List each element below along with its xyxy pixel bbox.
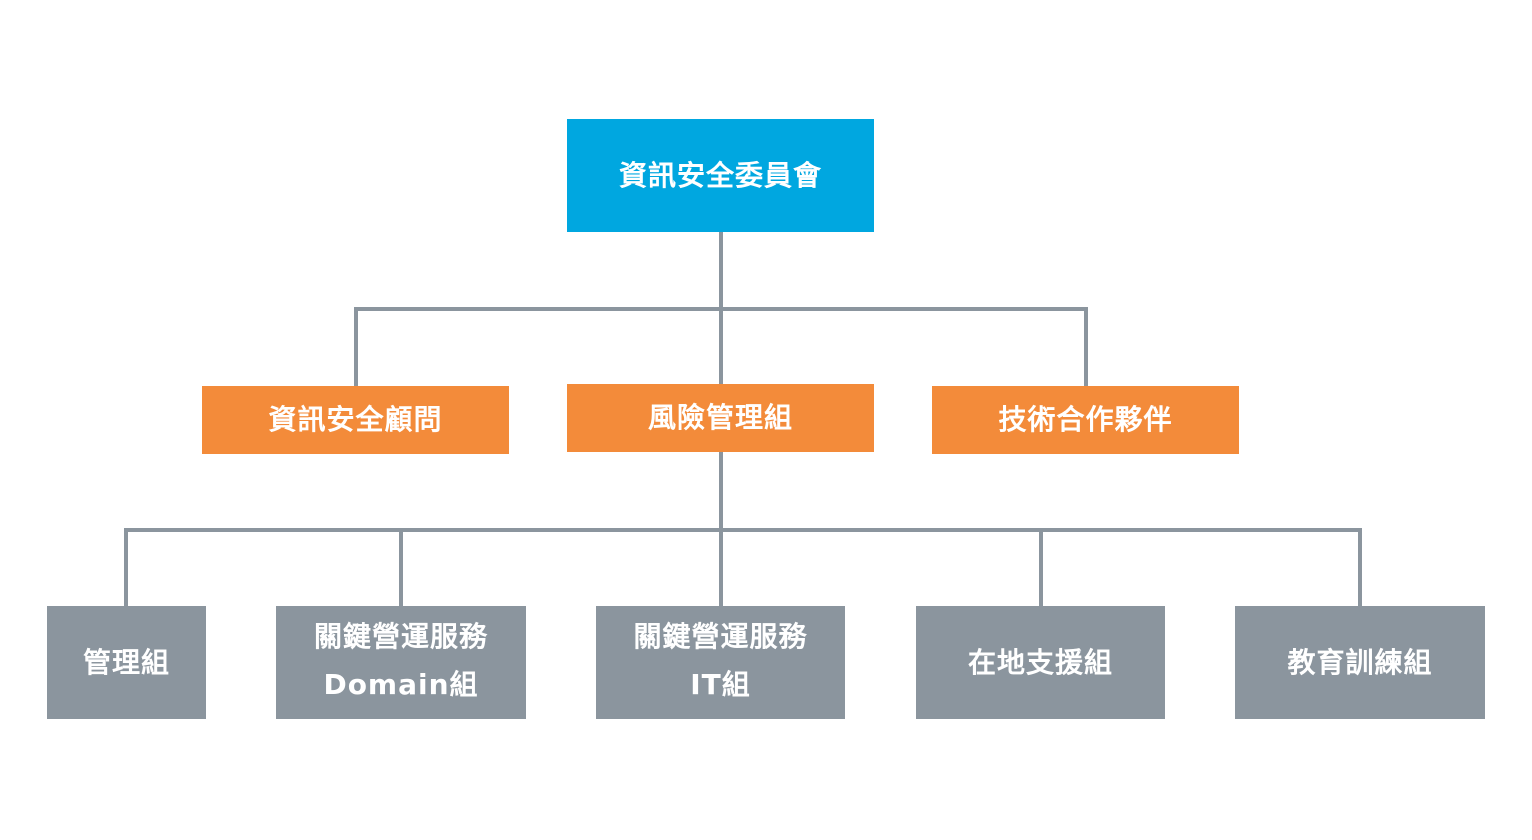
node-root: 資訊安全委員會 [567,119,874,232]
node-risk-management: 風險管理組 [567,384,874,452]
node-management-group: 管理組 [47,606,206,719]
node-domain-group-line1: 關鍵營運服務 [313,619,488,653]
node-it-group: 關鍵營運服務 IT組 [596,606,845,719]
node-technical-partner: 技術合作夥伴 [932,386,1239,454]
node-management-group-label: 管理組 [82,645,170,679]
node-domain-group-line2: Domain組 [323,667,479,701]
node-training-group-label: 教育訓練組 [1287,645,1433,679]
node-local-support-group-label: 在地支援組 [967,645,1113,679]
node-training-group: 教育訓練組 [1235,606,1485,719]
node-root-label: 資訊安全委員會 [618,158,822,192]
node-it-group-line2: IT組 [690,667,751,701]
node-security-advisor-label: 資訊安全顧問 [268,403,443,437]
node-it-group-line1: 關鍵營運服務 [633,619,808,653]
node-local-support-group: 在地支援組 [916,606,1165,719]
node-technical-partner-label: 技術合作夥伴 [998,403,1173,437]
node-domain-group: 關鍵營運服務 Domain組 [276,606,526,719]
node-risk-management-label: 風險管理組 [647,401,793,435]
node-security-advisor: 資訊安全顧問 [202,386,509,454]
